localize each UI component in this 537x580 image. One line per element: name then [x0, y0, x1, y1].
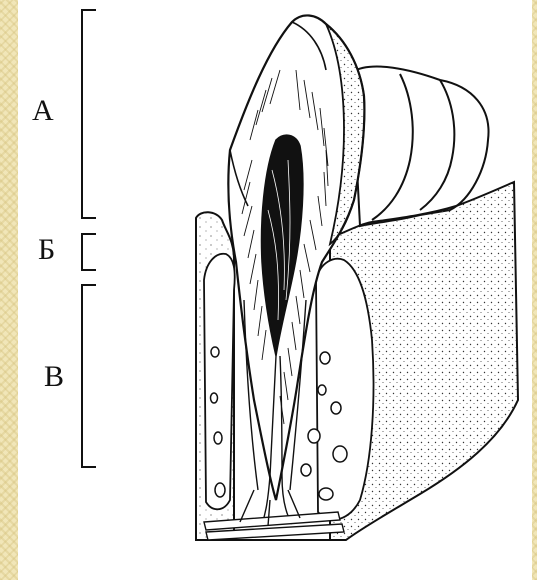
bracket-a [82, 10, 96, 218]
label-a: А [32, 96, 54, 126]
label-v: В [44, 362, 64, 392]
bracket-b [82, 234, 96, 270]
bracket-v [82, 285, 96, 467]
label-b: Б [38, 235, 55, 265]
